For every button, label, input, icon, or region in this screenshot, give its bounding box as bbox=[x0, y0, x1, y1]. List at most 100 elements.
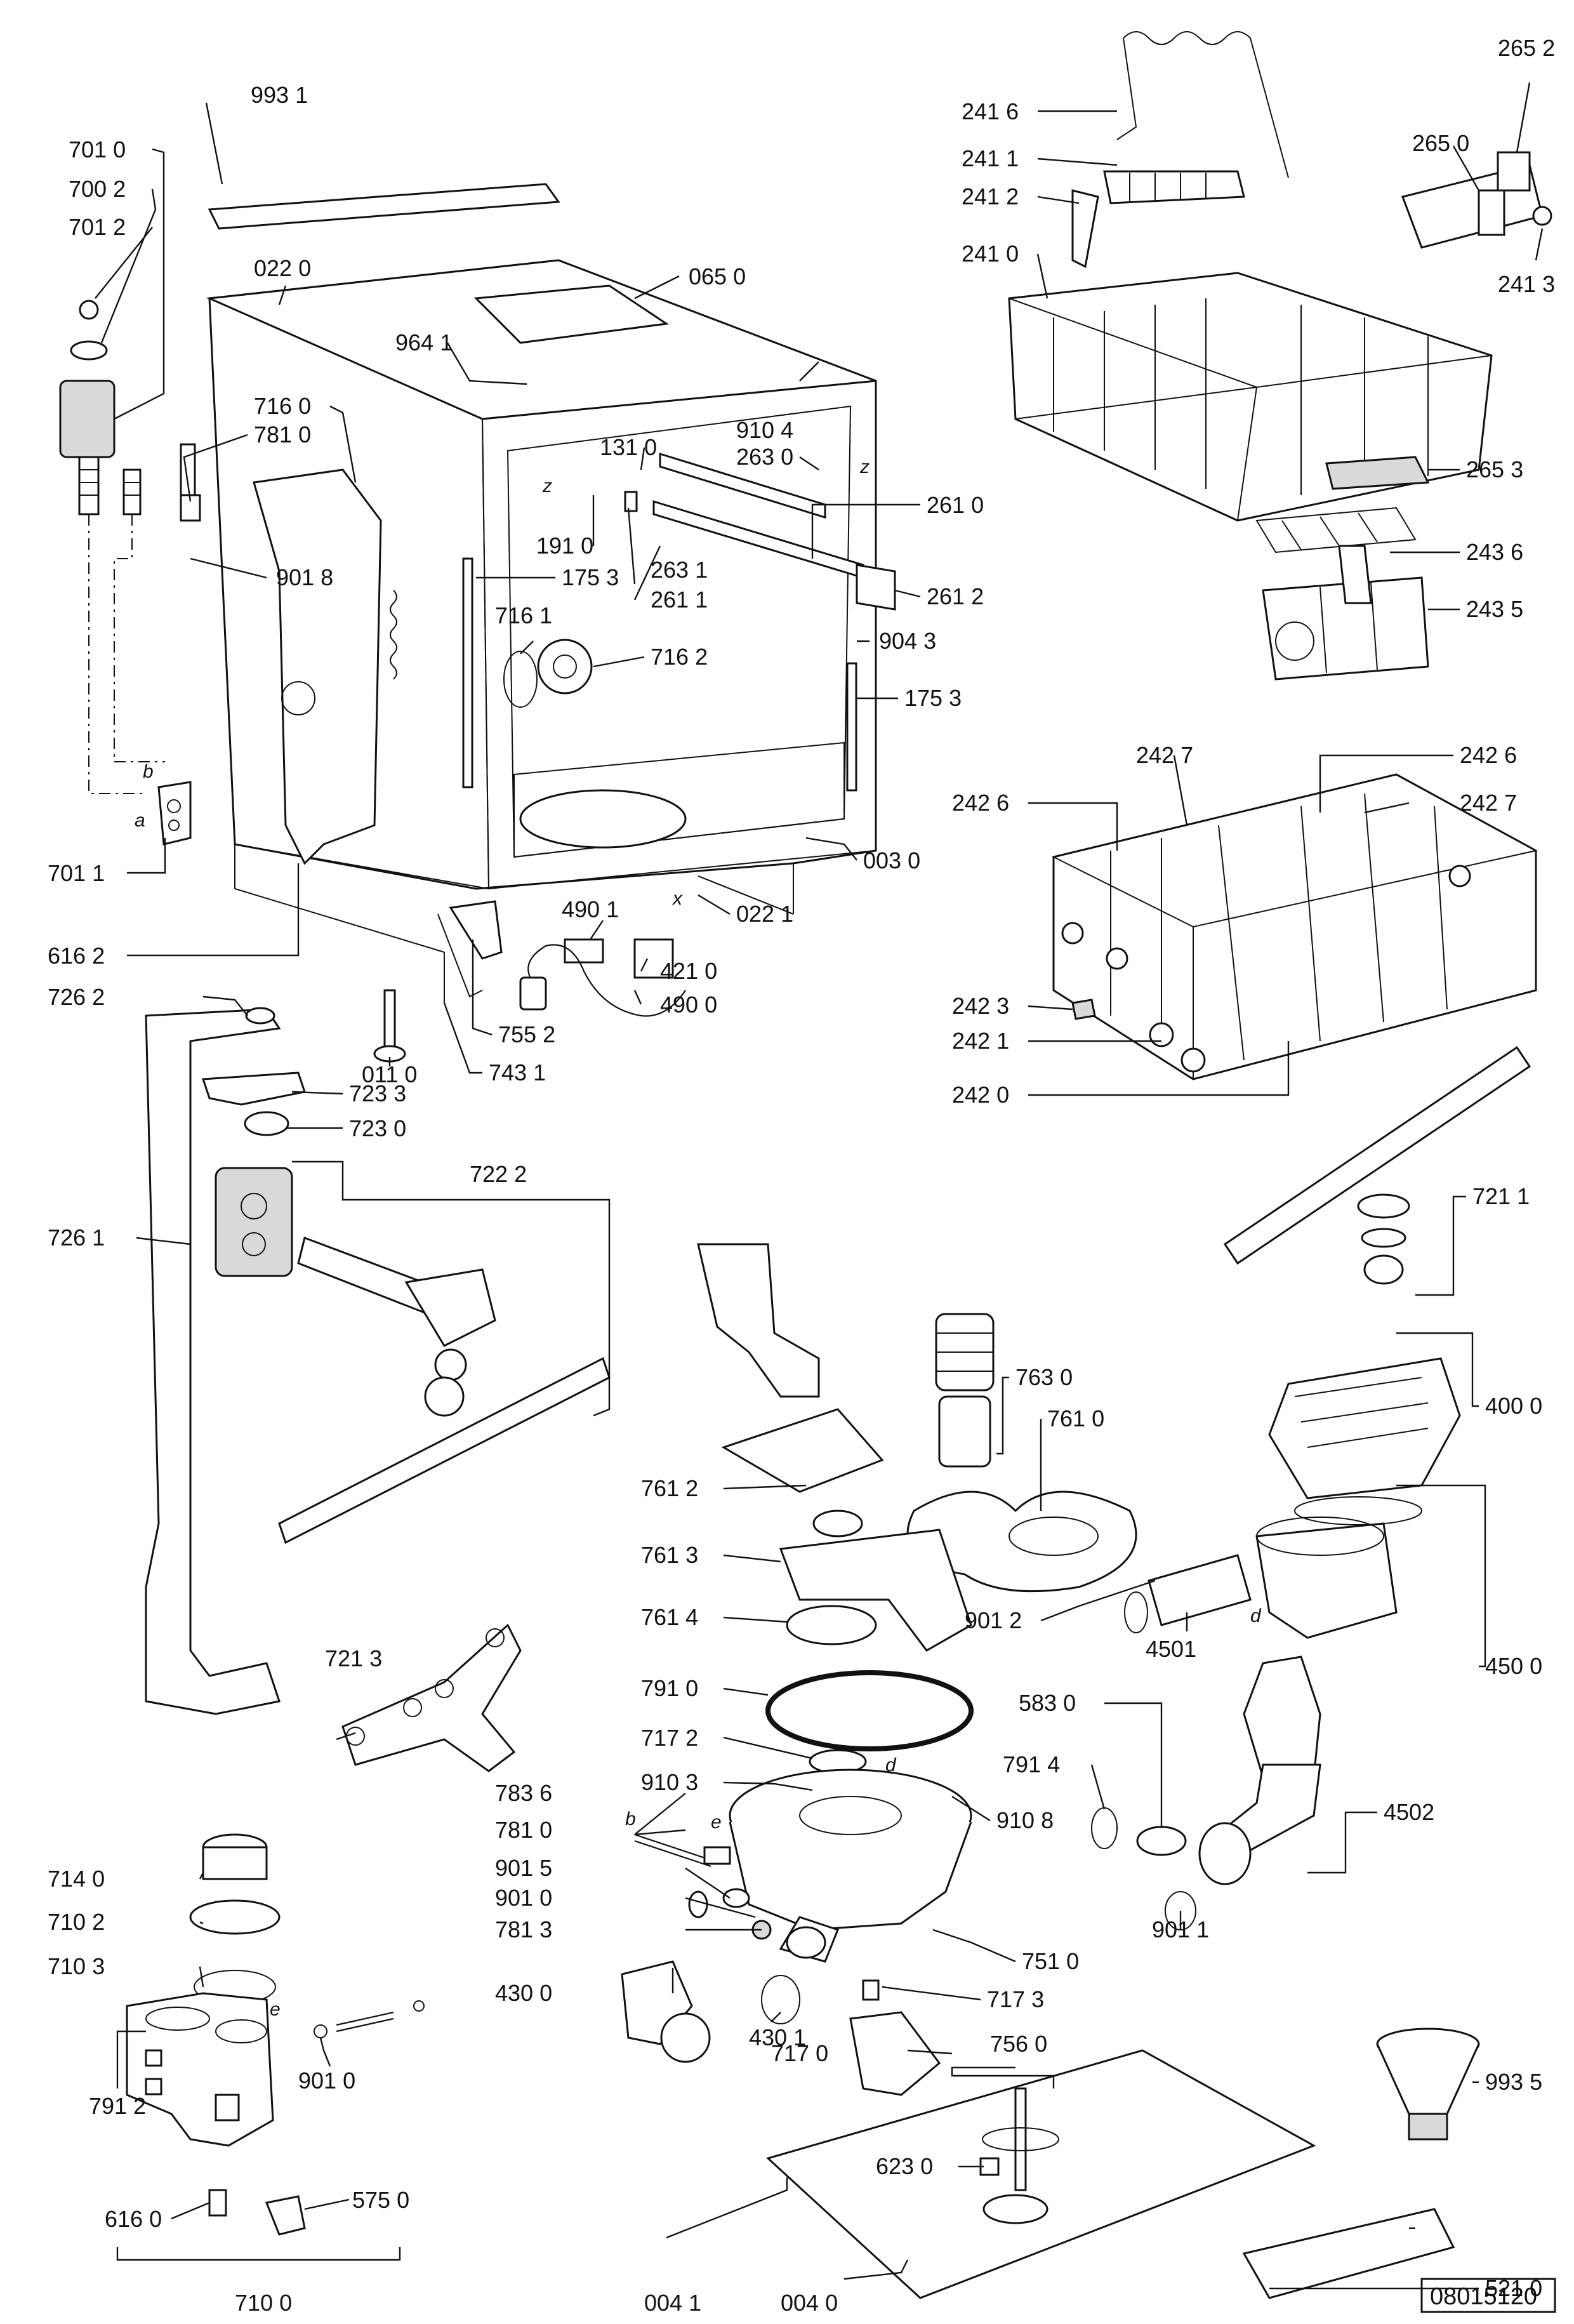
part-716-2-wheel bbox=[537, 639, 593, 694]
part-521-0-panel bbox=[1242, 2208, 1455, 2299]
callout-717-2: 717 2 bbox=[641, 1725, 698, 1751]
callout-904-3: 904 3 bbox=[879, 628, 936, 654]
callout-263-0: 263 0 bbox=[736, 444, 793, 470]
callout-241-6: 241 6 bbox=[962, 98, 1019, 124]
callout-241-2: 241 2 bbox=[962, 183, 1019, 209]
part-265-rail bbox=[1401, 151, 1552, 249]
callout-261-0: 261 0 bbox=[927, 492, 984, 518]
part-175-3-left bbox=[462, 557, 473, 788]
callout-717-0: 717 0 bbox=[771, 2040, 828, 2066]
callout-710-0: 710 0 bbox=[235, 2290, 292, 2316]
callout-791-2: 791 2 bbox=[89, 2093, 146, 2119]
callout-243-5: 243 5 bbox=[1466, 596, 1523, 622]
callout-722-2: 722 2 bbox=[470, 1161, 527, 1187]
callout-521-0: 521 0 bbox=[1485, 2275, 1542, 2301]
part-242-lower-rack bbox=[1052, 773, 1538, 1080]
callout-791-0: 791 0 bbox=[641, 1675, 698, 1701]
callout-616-2: 616 2 bbox=[48, 943, 105, 969]
callout-781-3: 781 3 bbox=[495, 1916, 552, 1942]
callout-993-1: 993 1 bbox=[251, 82, 308, 108]
callout-710-3: 710 3 bbox=[48, 1953, 105, 1979]
part-763-0-filter bbox=[935, 1313, 995, 1468]
callout-761-3: 761 3 bbox=[641, 1542, 698, 1568]
callout-964-1: 964 1 bbox=[395, 329, 453, 355]
callout-242-1: 242 1 bbox=[952, 1028, 1009, 1054]
part-265-3-handle bbox=[1325, 456, 1430, 490]
letter-z-right: z bbox=[859, 456, 870, 477]
callout-616-0: 616 0 bbox=[105, 2206, 162, 2232]
callout-781-0-bottom: 781 0 bbox=[495, 1817, 552, 1843]
callout-004-1: 004 1 bbox=[644, 2290, 701, 2316]
part-761-4-disc bbox=[786, 1605, 877, 1645]
callout-011-0: 011 0 bbox=[362, 1061, 417, 1087]
letter-b-valve: b bbox=[143, 761, 154, 782]
callout-242-6-right: 242 6 bbox=[1460, 742, 1517, 768]
part-710-salt-container bbox=[126, 1833, 425, 2236]
callout-623-0: 623 0 bbox=[876, 2153, 933, 2179]
callout-701-1: 701 1 bbox=[48, 860, 105, 886]
callout-4501: 4501 bbox=[1146, 1636, 1196, 1662]
callout-4502: 4502 bbox=[1384, 1799, 1434, 1825]
callout-716-1: 716 1 bbox=[495, 602, 552, 628]
callout-241-1: 241 1 bbox=[962, 145, 1019, 171]
callout-710-2: 710 2 bbox=[48, 1909, 105, 1935]
callout-490-0: 490 0 bbox=[660, 992, 717, 1018]
callout-450-0: 450 0 bbox=[1485, 1653, 1542, 1679]
part-761-2-duct bbox=[697, 1243, 884, 1493]
part-241-upper-rack bbox=[1008, 31, 1493, 522]
part-022-1 bbox=[698, 875, 794, 915]
callout-430-0: 430 0 bbox=[495, 1980, 552, 2006]
callout-575-0: 575 0 bbox=[352, 2187, 409, 2213]
part-716-0-vent bbox=[281, 681, 315, 715]
part-450-0-pump bbox=[1124, 1517, 1398, 1639]
callout-265-0: 265 0 bbox=[1412, 130, 1469, 156]
callout-761-0: 761 0 bbox=[1047, 1405, 1104, 1431]
callout-901-0-salt: 901 0 bbox=[298, 2068, 355, 2094]
callout-175-3-right: 175 3 bbox=[904, 685, 962, 711]
callout-717-3: 717 3 bbox=[987, 1986, 1044, 2012]
part-583-0-sensor bbox=[1091, 1807, 1196, 1930]
letter-d-pump: d bbox=[1250, 1605, 1262, 1626]
part-430-0-pump bbox=[621, 1960, 800, 2063]
callout-763-0: 763 0 bbox=[1015, 1364, 1073, 1390]
callout-901-1: 901 1 bbox=[1152, 1916, 1209, 1942]
callout-003-0: 003 0 bbox=[863, 847, 920, 873]
callout-901-0-sump: 901 0 bbox=[495, 1885, 552, 1911]
callout-901-5: 901 5 bbox=[495, 1855, 552, 1881]
part-400-0-motor bbox=[1268, 1357, 1461, 1525]
callout-261-1: 261 1 bbox=[651, 587, 708, 613]
part-717-0-heater bbox=[849, 1979, 941, 2096]
callout-583-0: 583 0 bbox=[1019, 1690, 1076, 1716]
callout-901-2: 901 2 bbox=[965, 1607, 1022, 1633]
part-726-duct bbox=[145, 1007, 281, 1715]
callout-421-0: 421 0 bbox=[660, 958, 717, 984]
callout-265-2: 265 2 bbox=[1498, 35, 1555, 61]
callout-901-8: 901 8 bbox=[276, 564, 333, 590]
part-751-0-sump bbox=[729, 1769, 972, 1963]
part-993-1-strip bbox=[208, 183, 560, 230]
callout-910-4: 910 4 bbox=[736, 417, 793, 443]
callout-004-0: 004 0 bbox=[781, 2290, 838, 2316]
callout-781-0-top: 781 0 bbox=[254, 422, 311, 448]
part-791-0-seal bbox=[765, 1670, 974, 1751]
part-723-0-nut bbox=[244, 1111, 289, 1136]
letter-e-salt: e bbox=[270, 1999, 281, 2020]
part-263-0-rail bbox=[659, 452, 826, 519]
part-011-0-foot bbox=[373, 989, 406, 1063]
part-722-2-feed bbox=[215, 1167, 496, 1417]
callout-701-0: 701 0 bbox=[69, 136, 126, 163]
callout-242-7-right: 242 7 bbox=[1460, 790, 1517, 816]
callout-910-8: 910 8 bbox=[996, 1807, 1054, 1833]
part-721-1-spray-arm bbox=[1223, 1046, 1531, 1285]
callout-714-0: 714 0 bbox=[48, 1866, 105, 1892]
callout-242-3: 242 3 bbox=[952, 993, 1009, 1019]
connection-letters: a b b d d e e x z z bbox=[135, 456, 1262, 2020]
letter-e-sump: e bbox=[711, 1812, 722, 1833]
letter-x: x bbox=[671, 888, 683, 909]
callout-910-3: 910 3 bbox=[641, 1769, 698, 1795]
callout-726-2: 726 2 bbox=[48, 984, 105, 1010]
callout-761-2: 761 2 bbox=[641, 1475, 698, 1501]
leader-lines bbox=[95, 82, 1544, 2290]
callout-241-0: 241 0 bbox=[962, 241, 1019, 267]
letter-z-left: z bbox=[542, 475, 552, 496]
